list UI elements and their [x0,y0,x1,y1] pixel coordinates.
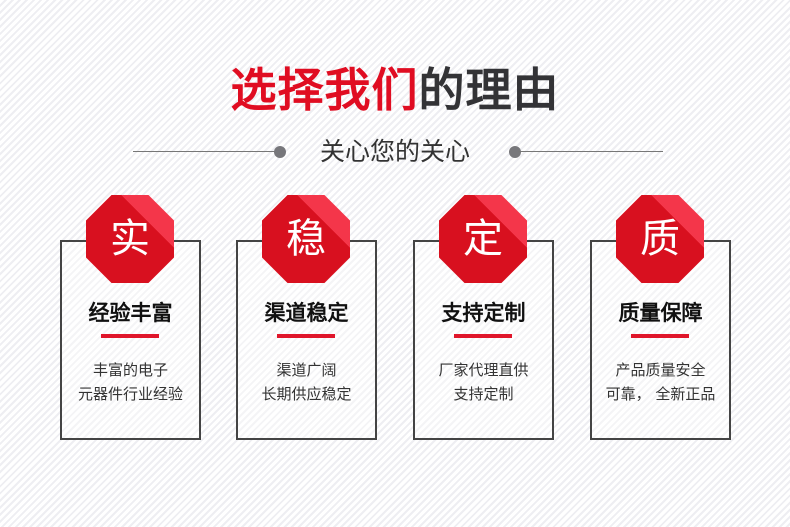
title-red-part: 选择我们 [230,63,419,117]
page-title: 选择我们的理由 [0,60,790,120]
dot-left-icon [274,146,286,158]
card-description: 厂家代理直供支持定制 [413,358,554,406]
title-underline [454,334,512,338]
title-underline [631,334,689,338]
card-title: 支持定制 [441,301,526,325]
divider-right [518,151,663,152]
card-description: 渠道广阔长期供应稳定 [236,358,377,406]
subtitle: 关心您的关心 [319,137,470,166]
desc-line-1: 渠道广阔 [276,361,337,379]
title-underline [277,334,335,338]
card-title: 经验丰富 [88,301,173,325]
title-underline [101,334,159,338]
badge-octagon: 质 [616,195,704,283]
desc-line-2: 支持定制 [453,385,514,403]
desc-line-2: 长期供应稳定 [261,385,352,403]
desc-line-2: 可靠， 全新正品 [605,385,716,403]
badge-octagon: 定 [439,195,527,283]
divider-left [133,151,275,152]
dot-right-icon [509,146,521,158]
desc-line-2: 元器件行业经验 [77,385,183,403]
card-description: 丰富的电子元器件行业经验 [60,358,201,406]
badge-octagon: 实 [86,195,174,283]
card-description: 产品质量安全可靠， 全新正品 [590,358,731,406]
desc-line-1: 厂家代理直供 [438,361,529,379]
badge-octagon: 稳 [262,195,350,283]
card-title: 质量保障 [618,301,703,325]
feature-card [236,240,377,440]
desc-line-1: 产品质量安全 [615,361,706,379]
title-dark-part: 的理由 [418,63,560,117]
desc-line-1: 丰富的电子 [92,361,168,379]
card-title: 渠道稳定 [264,301,349,325]
